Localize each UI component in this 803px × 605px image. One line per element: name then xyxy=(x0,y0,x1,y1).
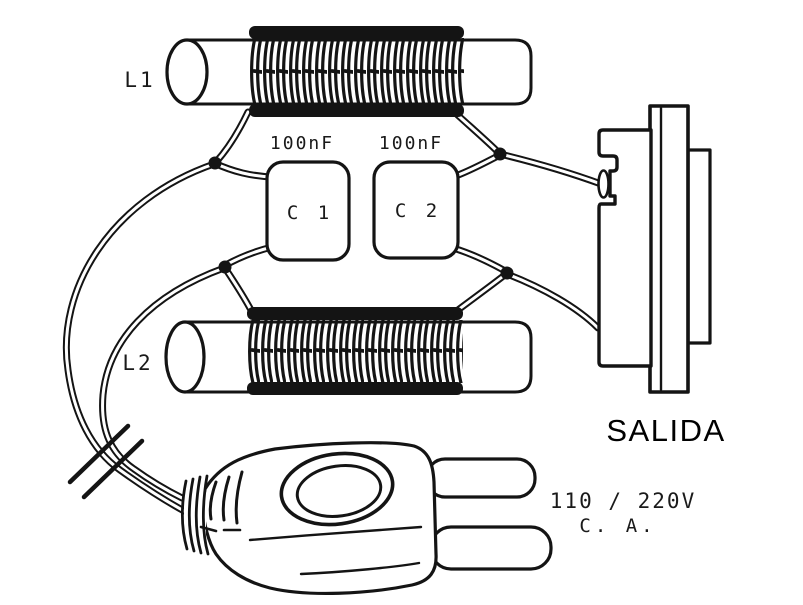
junction-dot xyxy=(500,266,514,280)
cable-break-marks xyxy=(67,423,145,500)
wiring-group xyxy=(66,108,601,511)
capacitor-c2-value-label: 100nF xyxy=(379,133,443,154)
labels-group: L1 L2 100nF 100nF C 1 C 2 SALIDA 110 / 2… xyxy=(122,68,725,537)
coil-l2-winding-turns xyxy=(247,320,463,383)
socket-body xyxy=(597,128,653,368)
coil-l2-winding-bottom xyxy=(247,382,463,395)
output-label: SALIDA xyxy=(606,413,725,448)
capacitor-c1 xyxy=(265,160,351,262)
coil-l1-winding-top xyxy=(249,26,464,39)
output-socket xyxy=(597,104,712,394)
capacitor-c2-body xyxy=(372,160,460,260)
coil1-left-lead xyxy=(216,112,248,162)
plug-body-accent-lines xyxy=(248,525,423,576)
coil-l1-winding-turns xyxy=(249,38,464,105)
coil-l2-label: L2 xyxy=(122,351,153,375)
coil-l2-winding-top xyxy=(247,307,463,320)
plug-hole xyxy=(279,451,395,527)
capacitor-c1-value-label: 100nF xyxy=(270,133,334,154)
capacitor-c1-label: C 1 xyxy=(287,202,333,224)
cap2-top-lead xyxy=(453,155,500,177)
junction-dot xyxy=(493,147,507,161)
coil-l2-core-body xyxy=(183,320,533,394)
socket-top-wire xyxy=(500,154,601,184)
junction-dots xyxy=(208,147,514,280)
coil-l1-core-body xyxy=(185,38,533,106)
plug-strain-relief xyxy=(180,474,210,556)
capacitor-c1-body xyxy=(265,160,351,262)
socket-face-plate xyxy=(648,104,690,394)
plug-prong-top xyxy=(425,457,537,499)
coil-l1-core-end xyxy=(165,38,209,106)
mains-plug xyxy=(180,441,553,596)
socket-bottom-wire xyxy=(507,274,598,328)
cap2-bottom-lead xyxy=(453,248,507,272)
coil-l2 xyxy=(164,307,533,395)
socket-terminal-screw xyxy=(597,169,610,199)
junction-dot xyxy=(218,260,232,274)
current-type-label: C. A. xyxy=(579,515,656,537)
junction-dot xyxy=(208,156,222,170)
cap1-bottom-lead xyxy=(224,247,272,266)
coil-l1-label: L1 xyxy=(124,68,155,92)
coil-l1 xyxy=(165,26,533,117)
plug-prong-bottom xyxy=(429,525,553,571)
coil-l2-core-end xyxy=(164,320,206,394)
cap1-top-lead xyxy=(214,163,272,177)
coil-l1-winding-bottom xyxy=(249,104,464,117)
plug-grip-lines xyxy=(199,470,244,533)
capacitor-c2 xyxy=(372,160,460,260)
voltage-label: 110 / 220V xyxy=(550,489,696,513)
capacitor-c2-label: C 2 xyxy=(395,200,441,222)
socket-front-plate xyxy=(686,148,712,345)
